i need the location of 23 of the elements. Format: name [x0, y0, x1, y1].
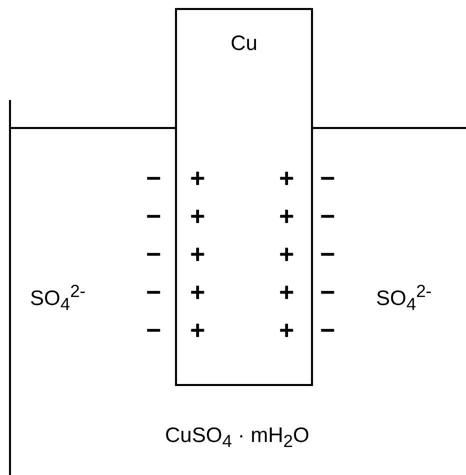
positive-charge-sign: +: [279, 165, 294, 191]
negative-charge-sign: −: [320, 165, 336, 191]
positive-charge-sign: +: [279, 203, 294, 229]
negative-charge-sign: −: [146, 317, 162, 343]
negative-charge-sign: −: [146, 279, 162, 305]
positive-charge-sign: +: [190, 241, 206, 267]
electrode-label: Cu: [230, 32, 258, 56]
positive-charge-sign: +: [190, 317, 206, 343]
positive-charge-sign: +: [190, 203, 206, 229]
negative-charge-sign: −: [320, 317, 336, 343]
positive-charge-sign: +: [279, 279, 294, 305]
negative-charge-sign: −: [320, 279, 336, 305]
positive-charge-sign: +: [190, 279, 206, 305]
negative-charge-sign: −: [146, 203, 162, 229]
solution-formula: CuSO$_{4}$ · mH$_{2}$O: [165, 425, 310, 451]
positive-charge-sign: +: [279, 317, 294, 343]
negative-charge-sign: −: [146, 165, 162, 191]
electrode-box: [175, 8, 313, 386]
positive-charge-sign: +: [190, 165, 206, 191]
positive-charge-sign: +: [279, 241, 294, 267]
negative-charge-sign: −: [146, 241, 162, 267]
negative-charge-sign: −: [320, 241, 336, 267]
negative-charge-sign: −: [320, 203, 336, 229]
